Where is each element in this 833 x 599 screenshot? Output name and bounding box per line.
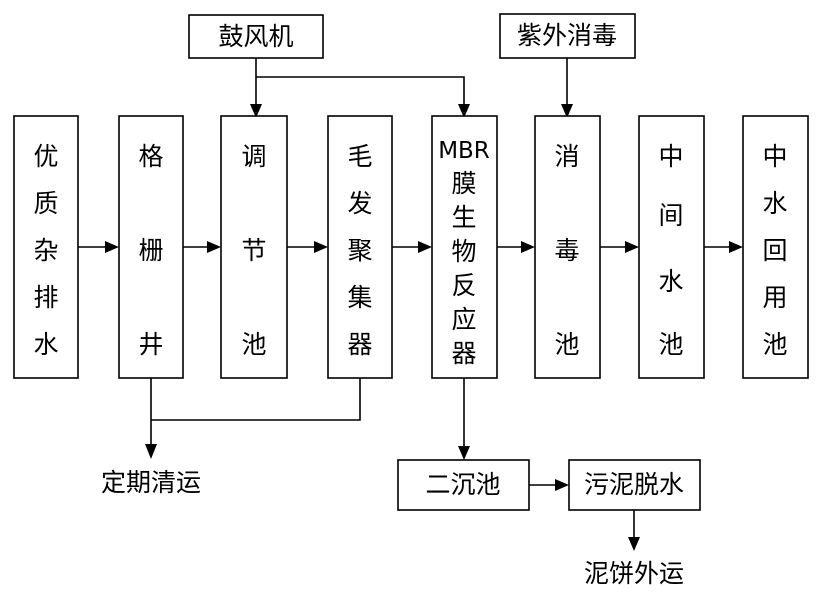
grit-box[interactable]	[118, 115, 184, 379]
node-grit-chamber[interactable]: 格 栅 井	[118, 115, 184, 379]
node-uv-disinfection[interactable]: 紫外消毒	[499, 13, 636, 59]
reuse-label-line-3: 用	[762, 283, 787, 312]
hair-label-line-3: 集	[347, 283, 372, 312]
node-reclaimed-water-reuse-tank[interactable]: 中 水 回 用 池	[742, 115, 809, 379]
node-source[interactable]: 优 质 杂 排 水	[13, 115, 79, 379]
main-chain-arrows	[78, 241, 743, 253]
equal-label-line-0: 调	[241, 142, 266, 171]
hair-label-line-1: 发	[347, 189, 372, 218]
arrowhead-hair-to-mbr	[418, 241, 432, 253]
mbr-label-line-2: 生	[451, 203, 476, 232]
mbr-label-line-4: 反	[451, 271, 476, 300]
arrowhead-source-to-grit	[105, 241, 119, 253]
disinf-label-line-1: 毒	[554, 236, 579, 265]
grit-label-line-0: 格	[138, 142, 163, 171]
source-label-line-3: 排	[33, 283, 58, 312]
mid-box[interactable]	[638, 115, 705, 379]
mid-label-line-0: 中	[658, 142, 683, 171]
mid-label-line-3: 池	[658, 330, 683, 359]
node-blower[interactable]: 鼓风机	[188, 14, 324, 59]
node-disinfection-tank[interactable]: 消 毒 池	[534, 115, 601, 379]
mid-label-line-2: 水	[658, 267, 683, 296]
node-sludge-dewatering[interactable]: 污泥脱水	[568, 459, 701, 511]
blower-label: 鼓风机	[218, 22, 293, 51]
node-equalization-tank[interactable]: 调 节 池	[220, 115, 288, 379]
arrowhead-sed2-to-dewater	[555, 479, 569, 491]
source-label-line-1: 质	[33, 189, 58, 218]
mbr-label-line-6: 器	[451, 339, 476, 368]
node-intermediate-tank[interactable]: 中 间 水 池	[638, 115, 705, 379]
blower-to-equal-arrowhead	[250, 104, 262, 118]
source-box[interactable]	[13, 115, 79, 379]
node-mbr-reactor[interactable]: MBR 膜 生 物 反 应 器	[431, 115, 498, 379]
grit-label-line-2: 井	[138, 330, 163, 359]
source-label-line-4: 水	[33, 330, 58, 359]
disinf-label-line-2: 池	[554, 330, 579, 359]
periodic-haul-label: 定期清运	[101, 468, 201, 497]
screenings-removal-lines	[145, 378, 361, 459]
hair-box[interactable]	[327, 115, 393, 379]
arrowhead-mbr-to-disinf	[521, 241, 535, 253]
reuse-label-line-4: 池	[762, 330, 787, 359]
arrowhead-disinf-to-mid	[625, 241, 639, 253]
equal-label-line-1: 节	[241, 236, 266, 265]
hair-label-line-0: 毛	[347, 142, 372, 171]
source-label-line-0: 优	[33, 142, 58, 171]
mbr-label-line-0: MBR	[438, 138, 490, 164]
sed2-to-dewater-arrow	[529, 479, 569, 491]
arrowhead-mbr-to-sed2	[458, 446, 470, 460]
sed2-label: 二沉池	[425, 470, 500, 499]
mbr-label-line-1: 膜	[451, 169, 476, 198]
hair-branch-to-haul	[151, 378, 361, 421]
mbr-to-sedimentation-line	[458, 378, 470, 460]
hair-label-line-2: 聚	[347, 236, 372, 265]
arrowhead-mid-to-reuse	[729, 241, 743, 253]
mbr-label-line-3: 物	[451, 237, 476, 266]
equal-label-line-2: 池	[241, 330, 266, 359]
mbr-label-line-5: 应	[451, 305, 476, 334]
mid-label-line-1: 间	[658, 201, 683, 230]
arrowhead-to-haul	[145, 444, 157, 459]
uv-label: 紫外消毒	[517, 21, 617, 50]
equal-box[interactable]	[220, 115, 288, 379]
arrowhead-to-cake-out	[628, 537, 640, 551]
blower-feed-lines	[250, 58, 470, 118]
dewater-label: 污泥脱水	[584, 470, 684, 499]
uv-to-disinf-arrowhead	[561, 104, 573, 118]
node-hair-collector[interactable]: 毛 发 聚 集 器	[327, 115, 393, 379]
sed2-box[interactable]	[397, 459, 530, 511]
reuse-label-line-1: 水	[762, 189, 787, 218]
uv-feed-line	[561, 58, 573, 118]
reuse-box[interactable]	[742, 115, 809, 379]
source-label-line-2: 杂	[33, 236, 58, 265]
node-secondary-sedimentation-tank[interactable]: 二沉池	[397, 459, 530, 511]
disinf-label-line-0: 消	[554, 142, 579, 171]
blower-to-mbr-arrowhead	[458, 104, 470, 118]
blower-box[interactable]	[188, 14, 324, 59]
arrowhead-equal-to-hair	[314, 241, 328, 253]
reuse-label-line-0: 中	[762, 142, 787, 171]
hair-label-line-4: 器	[347, 330, 372, 359]
mbr-box[interactable]	[431, 115, 498, 379]
dewater-to-cake-out-line	[628, 510, 640, 551]
cake-haul-label: 泥饼外运	[584, 559, 684, 588]
dewater-box[interactable]	[568, 459, 701, 511]
reuse-label-line-2: 回	[762, 236, 787, 265]
grit-label-line-1: 栅	[138, 236, 163, 265]
blower-branch-to-mbr	[256, 76, 465, 110]
arrowhead-grit-to-equal	[207, 241, 221, 253]
uv-box[interactable]	[499, 13, 636, 59]
